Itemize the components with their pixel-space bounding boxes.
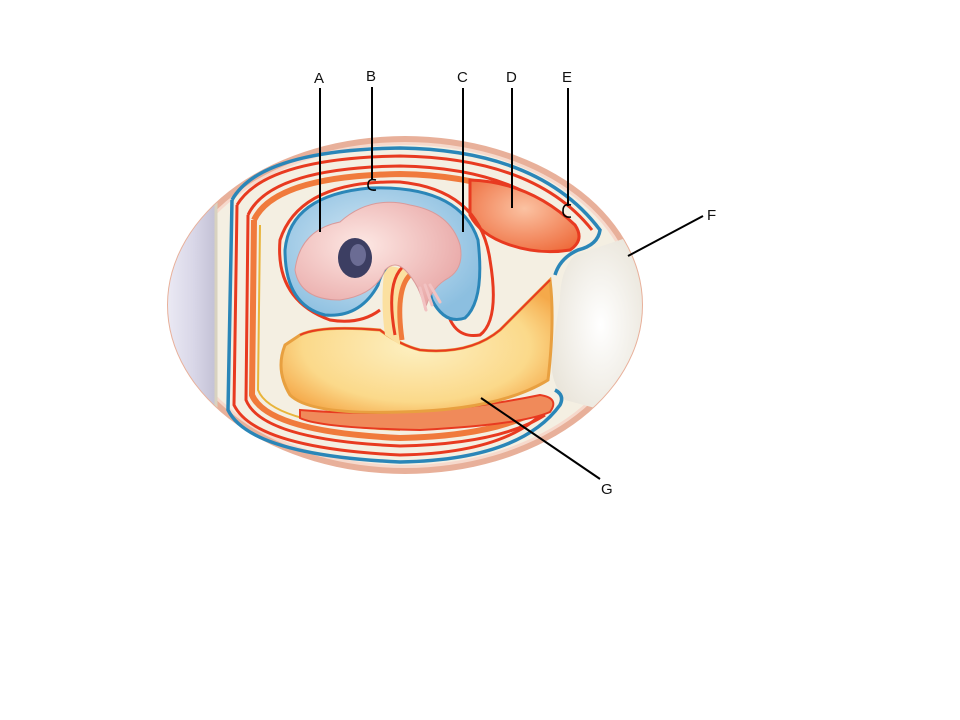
label-a: A [314, 70, 325, 87]
label-c: C [457, 69, 468, 86]
label-e: E [562, 69, 573, 86]
allantois [468, 178, 581, 254]
leader-line-g [480, 397, 601, 480]
embryo [294, 201, 462, 312]
label-g: G [601, 481, 613, 498]
chorion [226, 146, 602, 464]
label-d: D [506, 69, 517, 86]
leader-line-f [627, 215, 704, 257]
label-b: B [366, 68, 377, 85]
air-space [168, 140, 215, 470]
leader-lines [319, 87, 704, 480]
label-f: F [707, 207, 717, 224]
